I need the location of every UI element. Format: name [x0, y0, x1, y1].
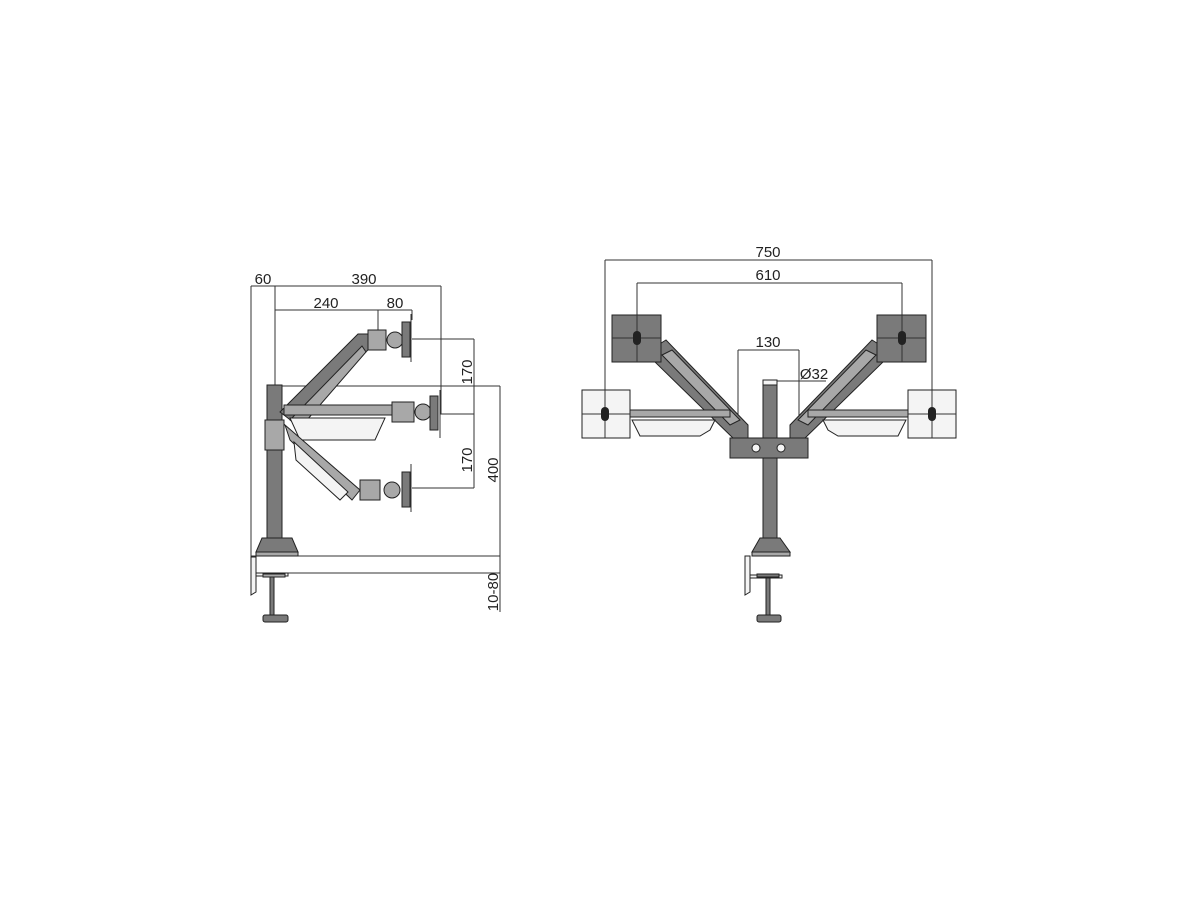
front-view: 750 610 130 Ø32	[581, 244, 957, 623]
front-arm-left	[629, 339, 749, 441]
vesa-plate-lower-right	[907, 389, 957, 439]
dim-upper-height-step: 170	[459, 359, 476, 384]
side-clamp	[250, 556, 289, 623]
side-arm-lowered	[283, 423, 412, 512]
front-clamp	[744, 555, 783, 623]
front-pole	[729, 379, 809, 557]
dim-base-offset: 60	[255, 271, 272, 288]
front-arm-right	[789, 339, 909, 441]
dim-lower-height-step: 170	[459, 447, 476, 472]
dim-desk-thickness: 10-80	[485, 573, 502, 611]
dim-inner-span: 610	[755, 267, 780, 284]
side-view: 60 390 240 80 170 170 400 10-80	[250, 271, 502, 623]
dim-pole-diameter: Ø32	[800, 366, 828, 383]
dim-outer-span: 750	[755, 244, 780, 261]
vesa-plate-upper-right	[876, 314, 927, 363]
vesa-plate-upper-left	[611, 314, 662, 363]
side-pole	[255, 384, 299, 557]
vesa-plate-lower-left	[581, 389, 631, 439]
dim-max-reach: 390	[351, 271, 376, 288]
dim-head-length: 80	[387, 295, 404, 312]
dim-arm-length: 240	[313, 295, 338, 312]
dim-pole-height: 400	[485, 457, 502, 482]
side-arm-level	[283, 390, 441, 441]
front-dimension-lines	[604, 259, 933, 422]
dim-hub-width: 130	[755, 334, 780, 351]
